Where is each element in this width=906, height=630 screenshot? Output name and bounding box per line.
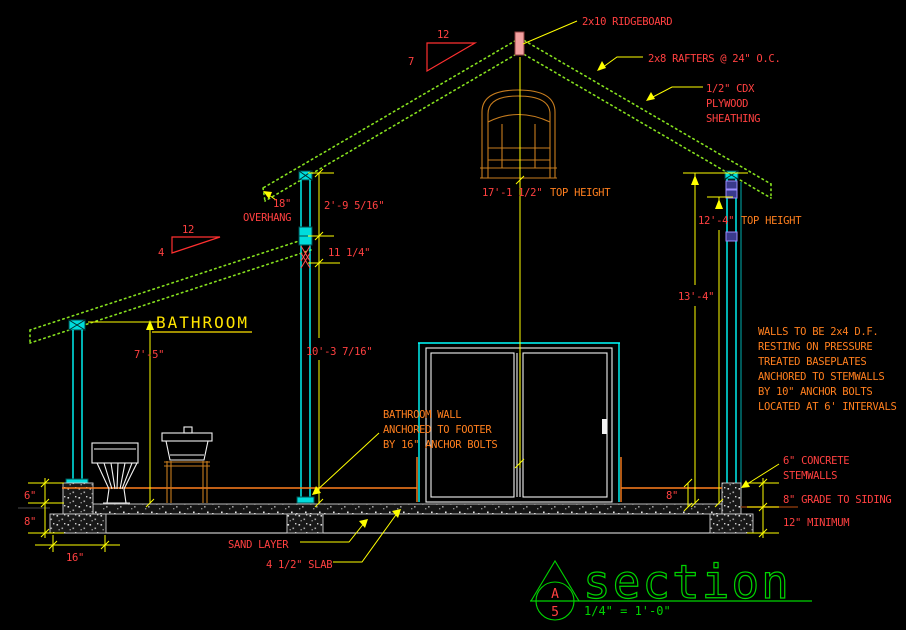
right-stemwall xyxy=(721,482,742,515)
slab-and-footings xyxy=(18,482,798,534)
double-door xyxy=(416,342,622,503)
top-height-center-dim: 17'-1 1/2" xyxy=(482,187,542,199)
section-marker-letter: A xyxy=(551,587,559,602)
left-footing xyxy=(49,513,107,534)
slope-main-run: 12 xyxy=(437,29,449,41)
porch-post-dim: 7'-5" xyxy=(134,349,164,361)
ledger-depth-dim: 11 1/4" xyxy=(328,247,370,259)
stemwalls-label-1: 6" CONCRETE xyxy=(783,455,849,467)
slab xyxy=(92,503,724,515)
section-marker-triangle xyxy=(530,559,580,602)
top-height-center-label: TOP HEIGHT xyxy=(550,187,611,199)
footing-width-dim: 16" xyxy=(66,552,84,564)
slope-triangle-porch: 12 4 xyxy=(158,224,221,259)
centerline xyxy=(514,57,525,469)
slab-label: 4 1/2" SLAB xyxy=(266,559,332,571)
interior-footing xyxy=(286,513,324,534)
section-marker-number: 5 xyxy=(551,605,559,620)
room-label: BATHROOM xyxy=(156,313,249,332)
slope-porch-run: 12 xyxy=(182,224,194,236)
overhang-label: OVERHANG xyxy=(243,212,291,224)
left-porch-post xyxy=(65,319,89,486)
walls-note-1: WALLS TO BE 2x4 D.F. xyxy=(758,326,878,338)
title-block: A 5 section 1/4" = 1'-0" xyxy=(530,554,812,621)
slope-main-rise: 7 xyxy=(408,56,414,68)
wall-height-dim: 10'-3 7/16" xyxy=(306,346,372,358)
stemwalls-label-2: STEMWALLS xyxy=(783,470,837,482)
blocking xyxy=(725,189,738,199)
right-top-height-dim: 12'-4" xyxy=(698,215,734,227)
walls-note-3: TREATED BASEPLATES xyxy=(758,356,866,368)
sink-stand xyxy=(161,426,213,503)
bathroom-wall-note-2: ANCHORED TO FOOTER xyxy=(383,424,492,436)
grade-to-siding-label: 8" GRADE TO SIDING xyxy=(783,494,891,506)
left-footing-depth-dim: 8" xyxy=(24,516,36,528)
drawing-title: section xyxy=(583,555,791,609)
toilet xyxy=(91,442,139,504)
top-height-right-label: TOP HEIGHT xyxy=(741,215,802,227)
drawing-scale: 1/4" = 1'-0" xyxy=(584,604,671,618)
let-in-bracing xyxy=(300,245,311,269)
dimension-lines xyxy=(28,168,779,552)
sheathing-label-2: PLYWOOD xyxy=(706,98,748,110)
sheathing-label-1: 1/2" CDX xyxy=(706,83,755,95)
bathroom-wall xyxy=(296,170,315,504)
slope-porch-rise: 4 xyxy=(158,247,164,259)
bathroom-wall-note-1: BATHROOM WALL xyxy=(383,409,461,421)
ridgeboard xyxy=(514,31,525,56)
overhang-dim: 18" xyxy=(273,198,291,210)
leader-lines xyxy=(263,20,780,563)
blocking xyxy=(725,180,738,190)
slope-triangle-main: 12 7 xyxy=(408,29,478,73)
bathroom-wall-note-3: BY 16" ANCHOR BOLTS xyxy=(383,439,497,451)
ridgeboard-label: 2x10 RIDGEBOARD xyxy=(582,16,672,28)
right-grade-dim: 8" xyxy=(666,490,678,502)
right-footing xyxy=(709,513,754,534)
walls-note-6: LOCATED AT 6' INTERVALS xyxy=(758,401,897,413)
sand-layer-label: SAND LAYER xyxy=(228,539,289,551)
blocking xyxy=(725,231,738,242)
left-stem-height-dim: 6" xyxy=(24,490,36,502)
walls-note-4: ANCHORED TO STEMWALLS xyxy=(758,371,884,383)
walls-note-2: RESTING ON PRESSURE xyxy=(758,341,872,353)
wall-top-to-porch-dim: 2'-9 5/16" xyxy=(324,200,384,212)
minimum-label: 12" MINIMUM xyxy=(783,517,849,529)
rafters-label: 2x8 RAFTERS @ 24" O.C. xyxy=(648,53,780,65)
sheathing-label-3: SHEATHING xyxy=(706,113,760,125)
callout-texts: 2x10 RIDGEBOARD 2x8 RAFTERS @ 24" O.C. 1… xyxy=(24,16,897,571)
walls-note-5: BY 10" ANCHOR BOLTS xyxy=(758,386,872,398)
right-roof-height-dim: 13'-4" xyxy=(678,291,714,303)
arched-window xyxy=(480,89,557,179)
door-handle xyxy=(602,419,607,434)
